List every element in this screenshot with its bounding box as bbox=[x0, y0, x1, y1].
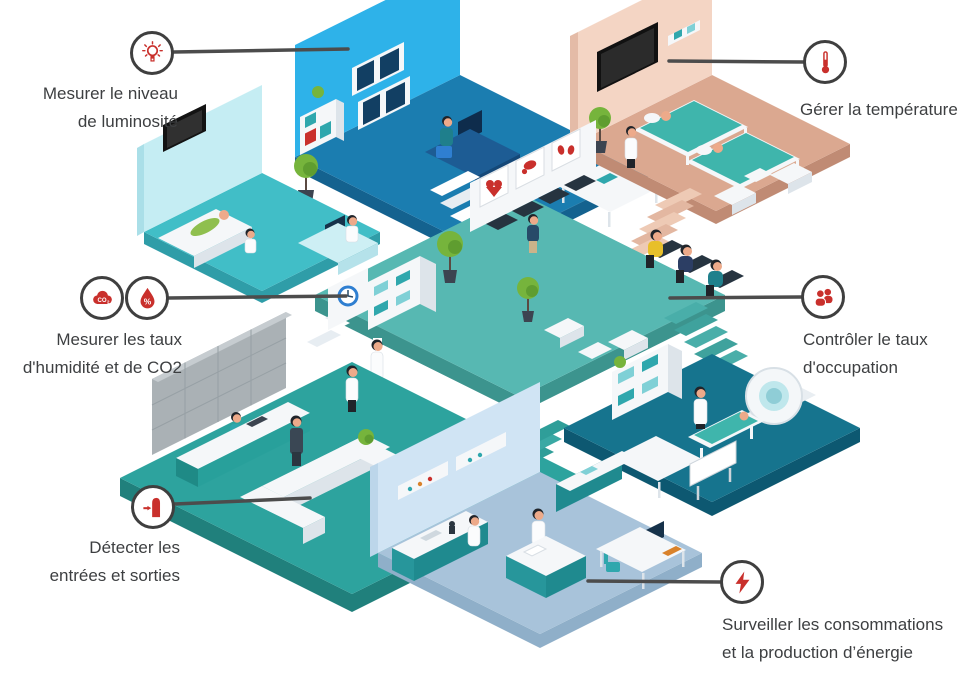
standing-visitor bbox=[527, 214, 539, 253]
humidity-drop-icon: % bbox=[125, 276, 169, 320]
callout-label-humidity-co2: Mesurer les taux d'humidité et de CO2 bbox=[22, 330, 182, 377]
organ-poster-stomach bbox=[515, 146, 545, 190]
reception-desk bbox=[176, 402, 310, 487]
exam-room bbox=[137, 85, 380, 303]
waiting-plants bbox=[437, 231, 539, 322]
lab-island bbox=[506, 508, 586, 598]
nurse bbox=[624, 126, 638, 168]
hospital-bed-1 bbox=[634, 100, 748, 165]
callout-label-entries: Détecter les entrées et sorties bbox=[49, 538, 180, 585]
thermometer-icon bbox=[803, 40, 847, 84]
exam-attendant bbox=[244, 228, 257, 254]
reception-wall bbox=[151, 312, 292, 455]
wall-shelf bbox=[668, 20, 700, 46]
mri-scanner bbox=[742, 367, 816, 425]
lightning-bolt-icon bbox=[720, 560, 764, 604]
laboratory bbox=[370, 382, 702, 648]
svg-text:CO: CO bbox=[97, 298, 106, 304]
exam-desk bbox=[298, 215, 378, 275]
wall-clock bbox=[337, 285, 359, 307]
office-windows bbox=[352, 42, 410, 130]
mri-room bbox=[564, 344, 860, 516]
visitor bbox=[290, 415, 303, 466]
patient-armchairs bbox=[714, 163, 812, 215]
office-worker bbox=[436, 116, 453, 158]
waiting-area bbox=[307, 120, 748, 496]
waiting-seat-row bbox=[486, 175, 596, 230]
svg-text:2: 2 bbox=[107, 299, 110, 304]
radiologist bbox=[693, 386, 708, 429]
lab-cabinet bbox=[556, 451, 636, 512]
walking-doctor bbox=[345, 365, 359, 412]
supply-shelf-b bbox=[612, 344, 682, 420]
light-bulb-icon bbox=[130, 31, 174, 75]
mri-bed bbox=[688, 410, 764, 462]
coffee-table bbox=[342, 429, 390, 459]
patient-head bbox=[713, 143, 723, 153]
co2-cloud-icon: CO 2 bbox=[80, 276, 124, 320]
waiting-armchairs bbox=[544, 318, 648, 360]
callout-label-occupancy: Contrôler le taux d'occupation bbox=[803, 330, 928, 377]
whiteboard bbox=[689, 440, 737, 500]
callout-label-temperature: Gérer la température bbox=[800, 100, 958, 119]
organ-poster-kidneys bbox=[551, 128, 581, 172]
patient-room bbox=[570, 0, 850, 259]
exam-couch bbox=[158, 209, 252, 268]
svg-text:%: % bbox=[143, 296, 151, 306]
lab-wall-posters bbox=[398, 432, 506, 500]
bench-with-people bbox=[646, 229, 744, 298]
organ-poster-heart bbox=[479, 164, 509, 208]
door-arrow-icon bbox=[131, 485, 175, 529]
callout-label-energy: Surveiller les consommations et la produ… bbox=[722, 615, 944, 662]
people-group-icon bbox=[801, 275, 845, 319]
shelf-plant bbox=[312, 86, 324, 98]
supply-shelf-a bbox=[368, 256, 436, 330]
office-shelf bbox=[300, 86, 344, 155]
central-hall bbox=[328, 256, 436, 389]
patient-plant bbox=[589, 107, 611, 153]
lab-scientist-b bbox=[467, 515, 481, 547]
callout-label-luminosity: Mesurer le niveau de luminosité bbox=[42, 84, 178, 131]
patient-head bbox=[661, 111, 671, 121]
